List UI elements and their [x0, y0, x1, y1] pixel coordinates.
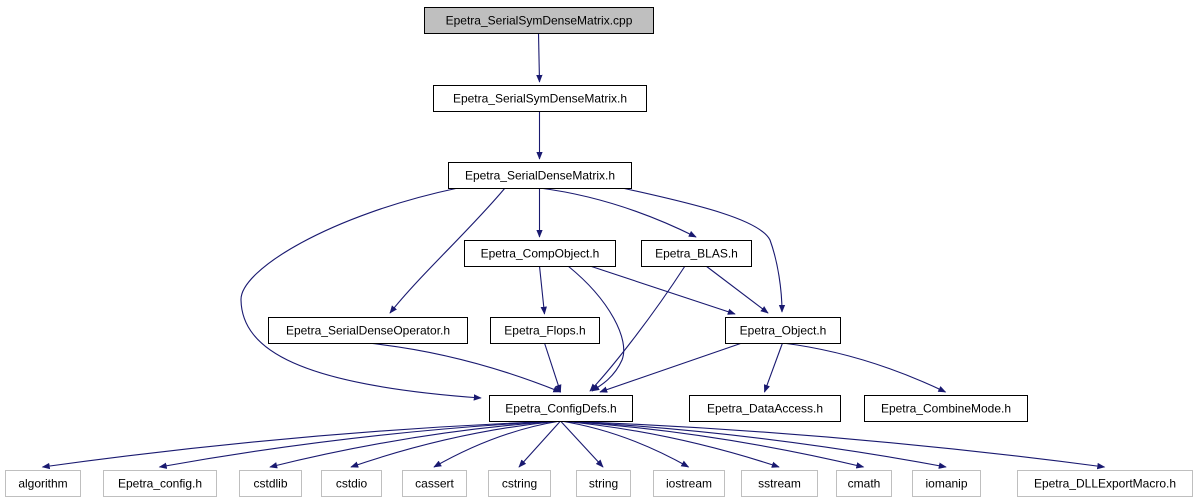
header-node[interactable]: Epetra_SerialDenseOperator.h	[268, 317, 468, 344]
edge-n7-n10	[782, 342, 947, 393]
edge-n8-e4	[433, 420, 561, 468]
external-header-node: cstdlib	[239, 470, 302, 497]
header-node[interactable]: Epetra_Object.h	[725, 317, 841, 344]
edge-n2-n8	[240, 187, 482, 401]
edge-n3-n8	[567, 265, 625, 392]
node-label: Epetra_DLLExportMacro.h	[1034, 477, 1176, 491]
edge-n8-e0	[41, 420, 561, 470]
external-header-node: cstdio	[321, 470, 382, 497]
edge-n8-e8	[560, 420, 780, 468]
node-box	[741, 470, 818, 497]
edge-n3-n6	[538, 265, 547, 315]
node-label: Epetra_SerialSymDenseMatrix.cpp	[446, 14, 633, 28]
node-box	[448, 162, 632, 189]
edge-n2-n7	[621, 187, 786, 313]
node-box	[239, 470, 302, 497]
edge-n2-n4	[539, 187, 697, 238]
node-label: Epetra_Flops.h	[504, 324, 585, 338]
header-node[interactable]: Epetra_Flops.h	[490, 317, 600, 344]
edge-n8-e1	[158, 420, 561, 469]
node-label: cstdio	[336, 477, 368, 491]
node-label: cassert	[415, 477, 454, 491]
node-box	[641, 240, 752, 267]
node-label: Epetra_DataAccess.h	[707, 402, 823, 416]
edge-n2-n5	[389, 187, 506, 314]
edge-n8-e10	[560, 420, 947, 469]
node-label: iostream	[666, 477, 712, 491]
header-node[interactable]: Epetra_DataAccess.h	[689, 395, 841, 422]
edge-n8-e5	[518, 420, 561, 468]
edge-n8-e11	[560, 420, 1106, 470]
node-box	[424, 7, 654, 34]
node-box	[1017, 470, 1193, 497]
node-label: Epetra_ConfigDefs.h	[505, 402, 616, 416]
edge-n7-n8	[599, 342, 743, 393]
edge-n6-n8	[543, 342, 562, 393]
node-box	[464, 240, 616, 267]
node-box	[576, 470, 631, 497]
node-label: Epetra_config.h	[118, 477, 202, 491]
header-node[interactable]: Epetra_CombineMode.h	[864, 395, 1028, 422]
edge-n4-n8	[589, 265, 686, 392]
node-box	[103, 470, 217, 497]
node-box	[402, 470, 467, 497]
node-label: Epetra_SerialSymDenseMatrix.h	[453, 92, 627, 106]
node-label: algorithm	[18, 477, 67, 491]
root-file-node[interactable]: Epetra_SerialSymDenseMatrix.cpp	[424, 7, 654, 34]
external-header-node: cassert	[402, 470, 467, 497]
node-label: sstream	[758, 477, 801, 491]
node-label: Epetra_SerialDenseOperator.h	[286, 324, 450, 338]
node-label: iomanip	[925, 477, 967, 491]
node-label: cmath	[848, 477, 881, 491]
header-node[interactable]: Epetra_CompObject.h	[464, 240, 616, 267]
external-header-node: string	[576, 470, 631, 497]
node-box	[653, 470, 725, 497]
header-node[interactable]: Epetra_ConfigDefs.h	[489, 395, 633, 422]
node-box	[489, 395, 633, 422]
node-label: Epetra_Object.h	[740, 324, 827, 338]
node-box	[433, 85, 647, 112]
edge-n8-e6	[560, 420, 604, 468]
external-header-node: iomanip	[912, 470, 981, 497]
external-header-node: cstring	[488, 470, 551, 497]
node-label: Epetra_CombineMode.h	[881, 402, 1011, 416]
node-box	[490, 317, 600, 344]
edge-n7-n9	[763, 342, 784, 393]
node-box	[836, 470, 892, 497]
edge-n8-e3	[350, 420, 561, 468]
external-header-node: iostream	[653, 470, 725, 497]
node-box	[689, 395, 841, 422]
edge-n8-e9	[560, 420, 865, 469]
edge-n0-n1	[536, 32, 543, 83]
node-box	[321, 470, 382, 497]
node-label: cstdlib	[253, 477, 287, 491]
edge-n8-e2	[269, 420, 561, 469]
external-header-node: Epetra_config.h	[103, 470, 217, 497]
external-header-node: cmath	[836, 470, 892, 497]
node-label: string	[589, 477, 618, 491]
edge-n5-n8	[367, 342, 562, 393]
header-node[interactable]: Epetra_BLAS.h	[641, 240, 752, 267]
external-header-node: algorithm	[5, 470, 81, 497]
node-label: Epetra_SerialDenseMatrix.h	[465, 169, 615, 183]
node-box	[912, 470, 981, 497]
edge-n8-e7	[560, 420, 690, 468]
external-header-node: sstream	[741, 470, 818, 497]
node-box	[268, 317, 468, 344]
node-box	[864, 395, 1028, 422]
external-header-node: Epetra_DLLExportMacro.h	[1017, 470, 1193, 497]
node-label: Epetra_CompObject.h	[481, 247, 600, 261]
node-box	[725, 317, 841, 344]
header-node[interactable]: Epetra_SerialSymDenseMatrix.h	[433, 85, 647, 112]
node-box	[5, 470, 81, 497]
edge-n3-n7	[589, 265, 736, 315]
node-box	[488, 470, 551, 497]
node-label: cstring	[502, 477, 537, 491]
edge-n4-n7	[705, 265, 769, 314]
header-node[interactable]: Epetra_SerialDenseMatrix.h	[448, 162, 632, 189]
node-label: Epetra_BLAS.h	[655, 247, 738, 261]
